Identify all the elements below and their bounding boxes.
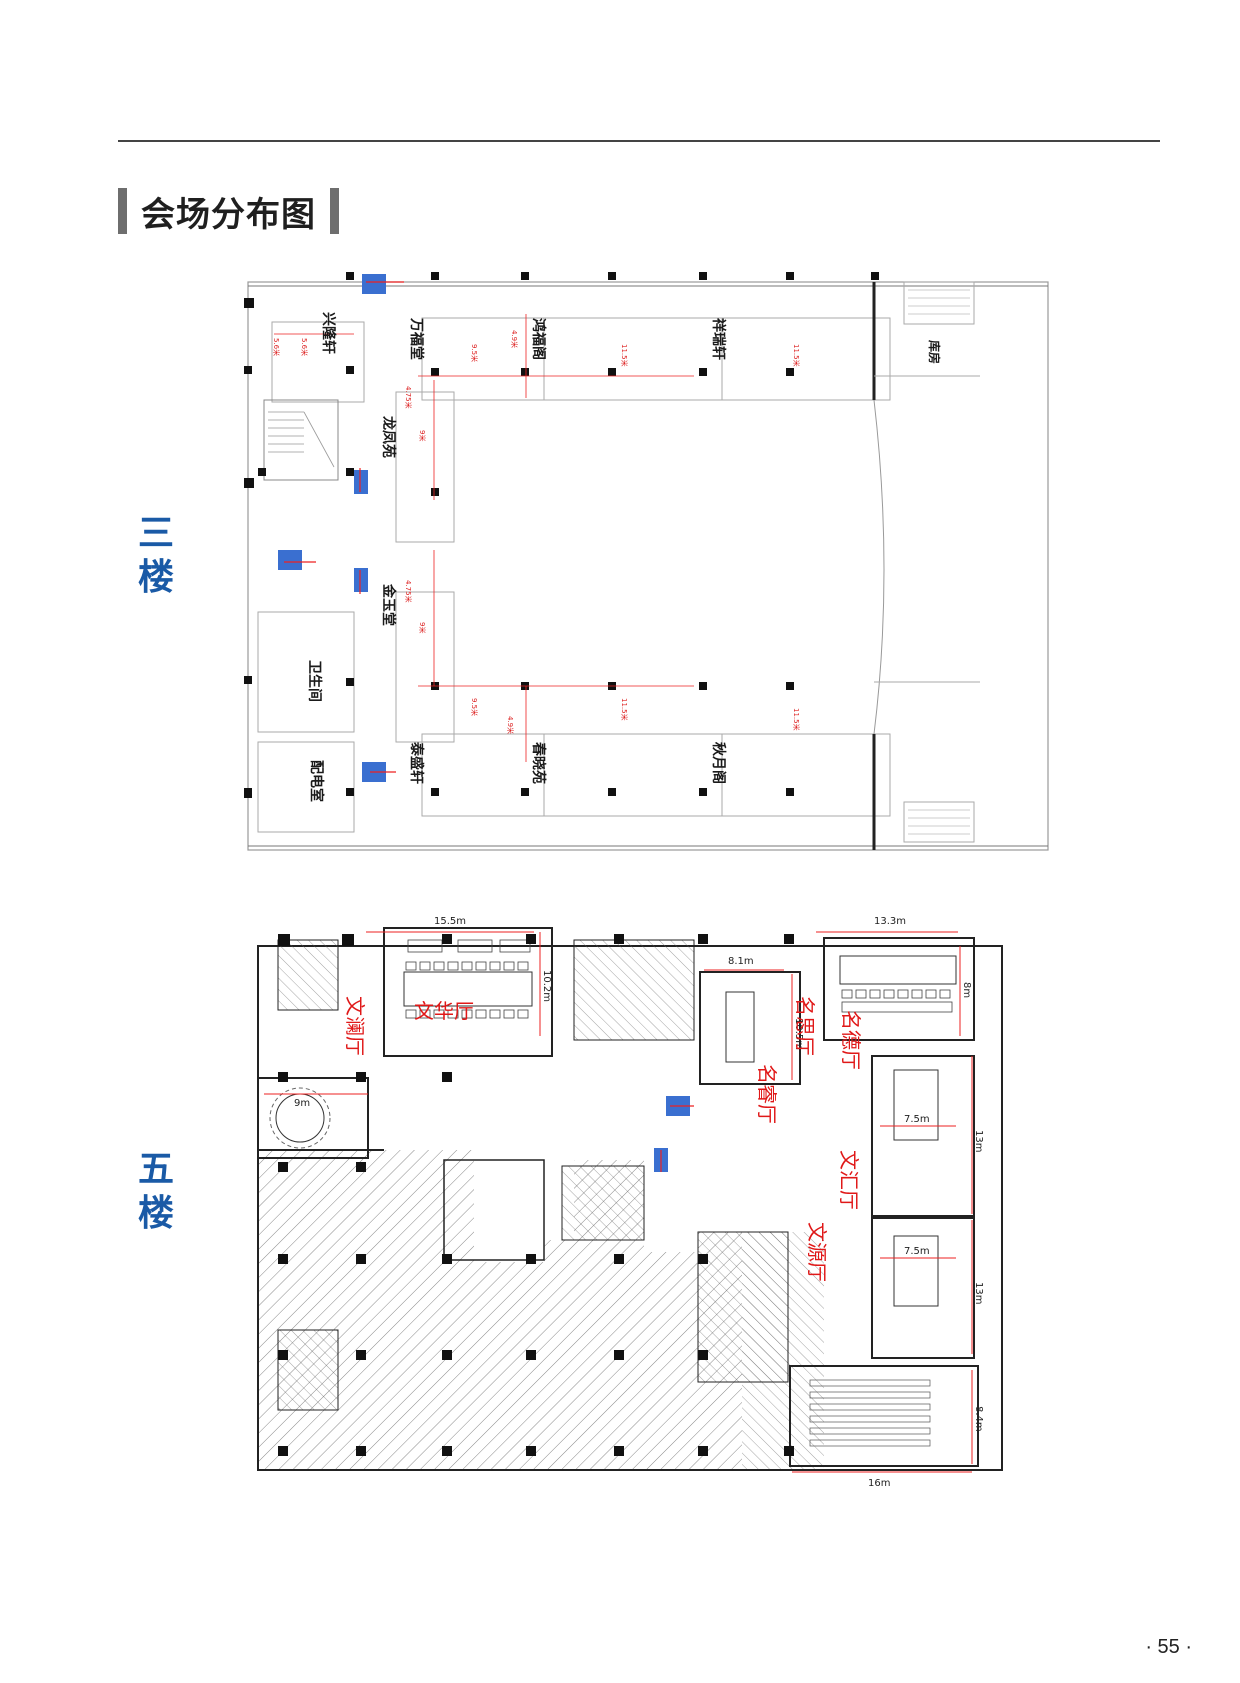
dim-label: 9.5米 [470, 698, 479, 716]
room-label: 泰盛轩 [408, 741, 425, 784]
hall-label: 名思厅 [793, 996, 817, 1056]
hall-label: 文汇厅 [837, 1150, 861, 1210]
room-label: 秋月阁 [710, 742, 727, 784]
floor5-label: 五 楼 [138, 1148, 174, 1236]
dim-label: 7.5m [904, 1246, 930, 1257]
dim-label: 13.3m [874, 916, 906, 927]
room-label: 卫生间 [306, 660, 323, 702]
dim-label: 11.5米 [792, 708, 801, 731]
page-number: · 55 · [1145, 1636, 1192, 1658]
room-label: 春晓苑 [530, 741, 547, 784]
dim-label: 8.4m [973, 1406, 984, 1432]
dim-label: 4.75米 [404, 580, 413, 603]
section-heading: 会场分布图 [118, 188, 339, 235]
room-label: 金玉堂 [380, 583, 397, 626]
section-title: 会场分布图 [141, 194, 316, 235]
dim-label: 4.9米 [506, 716, 515, 734]
room-label: 龙凤苑 [380, 415, 397, 458]
dim-label: 13m [973, 1130, 984, 1152]
dim-label: 4.9米 [510, 330, 519, 348]
floor5-plan-svg: 15.5m 10.2m 13.3m 8m 8.1m 10.5m 13m 7.5m… [244, 910, 1062, 1490]
floor3-label-char: 三 [138, 513, 175, 554]
dim-label: 9米 [418, 622, 427, 633]
hall-label: 名睿厅 [755, 1064, 779, 1124]
floor3-label: 三 楼 [138, 512, 174, 600]
floor3-plan: 兴隆轩 万福堂 鸿福阁 祥瑞轩 库房 龙凤苑 金玉堂 卫生间 配电室 泰盛轩 春… [244, 268, 1062, 866]
header-rule [118, 140, 1160, 142]
dim-label: 8.1m [728, 956, 754, 967]
floor3-plan-svg: 兴隆轩 万福堂 鸿福阁 祥瑞轩 库房 龙凤苑 金玉堂 卫生间 配电室 泰盛轩 春… [244, 268, 1062, 862]
dim-label: 4.75米 [404, 386, 413, 409]
dim-label: 11.5米 [792, 344, 801, 367]
floor3-label-char: 楼 [138, 557, 175, 598]
room-label: 兴隆轩 [320, 312, 337, 354]
hall-label: 名德厅 [839, 1010, 863, 1070]
dim-label: 10.5m [793, 1018, 804, 1050]
hall-label: 文澜厅 [343, 996, 367, 1056]
dim-label: 9.5米 [470, 344, 479, 362]
floor5-label-char: 楼 [138, 1193, 175, 1234]
room-label: 配电室 [308, 760, 325, 802]
dim-label: 5.6米 [300, 338, 309, 356]
room-label: 万福堂 [408, 317, 425, 360]
dim-label: 11.5米 [620, 698, 629, 721]
dim-label: 10.2m [541, 970, 552, 1002]
dim-label: 7.5m [904, 1114, 930, 1125]
floor5-label-char: 五 [138, 1149, 175, 1190]
dim-label: 11.5米 [620, 344, 629, 367]
dim-label: 9米 [418, 430, 427, 441]
room-label: 库房 [927, 340, 942, 364]
hall-label: 文华厅 [414, 999, 474, 1023]
dim-label: 9m [294, 1098, 310, 1109]
floor5-plan: 15.5m 10.2m 13.3m 8m 8.1m 10.5m 13m 7.5m… [244, 910, 1062, 1494]
heading-bar-left [118, 188, 127, 234]
dim-label: 8m [961, 982, 972, 998]
dim-label: 13m [973, 1282, 984, 1304]
dim-label: 15.5m [434, 916, 466, 927]
dim-label: 5.6米 [272, 338, 281, 356]
hall-label: 文源厅 [805, 1222, 829, 1282]
dim-label: 16m [868, 1478, 890, 1489]
heading-bar-right [330, 188, 339, 234]
room-label: 鸿福阁 [530, 318, 547, 360]
room-label: 祥瑞轩 [710, 318, 727, 360]
